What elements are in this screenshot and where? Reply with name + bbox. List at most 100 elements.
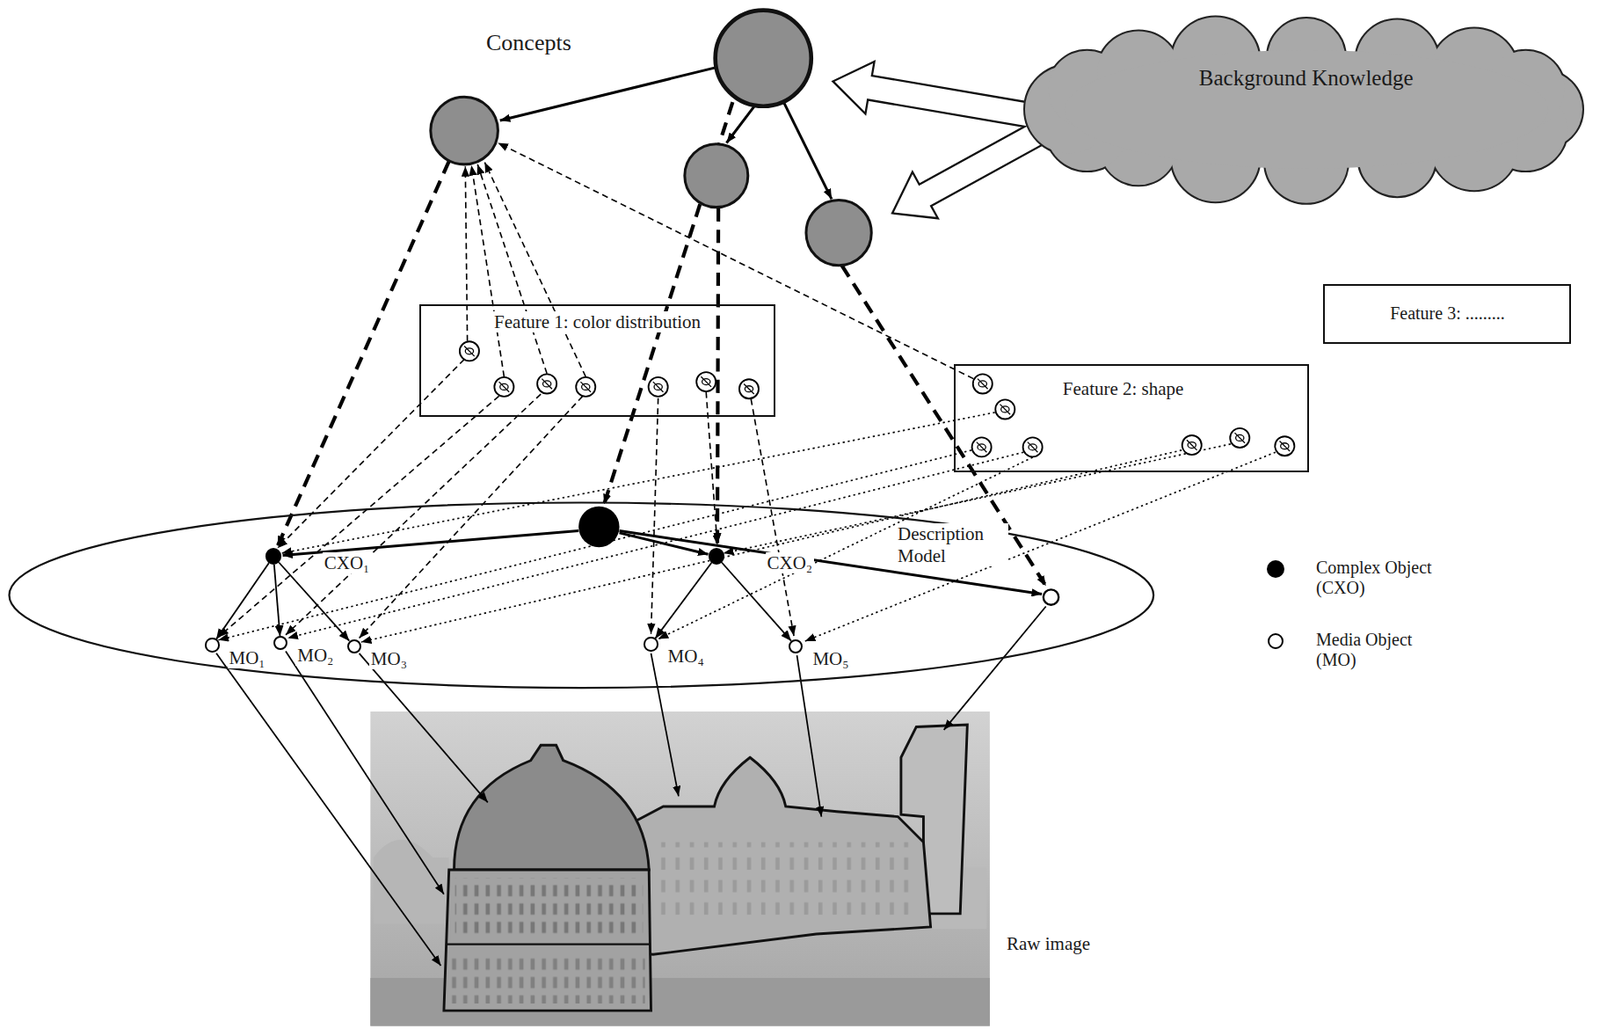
leader-lines	[216, 67, 1276, 966]
text-holder: MO₄	[666, 645, 706, 667]
text-holder: MO₃	[369, 647, 409, 670]
leader-line	[359, 395, 583, 638]
illustration-group	[216, 10, 1295, 1026]
leader-line	[216, 653, 441, 966]
feature-point-circle	[537, 373, 557, 393]
media-object: MO₁	[204, 637, 219, 652]
feature-point	[1023, 436, 1043, 457]
cathedral-building	[624, 756, 931, 954]
text-holder: MO₅	[810, 647, 851, 670]
object-link	[721, 562, 792, 641]
raw-image	[370, 711, 990, 1026]
image-label: Raw image	[1004, 932, 1092, 954]
feature-box: Feature 1: color distribution	[419, 304, 776, 417]
feature-point-mark	[464, 345, 475, 357]
leader-line	[717, 208, 719, 544]
feature-point-circle	[1274, 436, 1295, 456]
legend-symbol	[1267, 632, 1284, 649]
leader-line	[277, 359, 465, 549]
leader-line	[619, 532, 709, 554]
feature-point-mark	[1234, 432, 1245, 444]
feature-point-mark	[1000, 404, 1011, 415]
object-link	[278, 561, 350, 640]
root-complex-object	[578, 506, 619, 547]
feature-point-mark	[700, 376, 712, 387]
feature-point-mark	[977, 378, 989, 390]
leader-line	[750, 399, 794, 636]
feature-point-circle	[494, 377, 514, 397]
feature-point-circle	[459, 341, 480, 361]
baptistery-dome	[454, 744, 650, 870]
knowledge-cloud: Background Knowledge	[1020, 14, 1593, 204]
leader-line	[944, 605, 1047, 729]
leader-line	[651, 398, 659, 634]
background-building	[373, 839, 450, 924]
leader-line	[465, 166, 467, 341]
node-text: Feature 3: .........	[1388, 303, 1507, 324]
baptistery-windows	[455, 877, 644, 935]
concept-circle	[430, 96, 499, 165]
leader-line	[218, 395, 499, 637]
feature-point-mark	[976, 442, 988, 453]
feature-point	[696, 371, 716, 392]
concept-circle	[684, 144, 749, 208]
object-label: CXO₂	[765, 552, 815, 574]
label-holder: Concepts	[484, 29, 574, 57]
node-text: Feature 2: shape	[1061, 378, 1186, 400]
legend-symbol	[1266, 560, 1285, 578]
object-label: CXO₁	[322, 552, 372, 574]
media-object: MO₄	[643, 636, 658, 651]
feature-point-circle	[648, 377, 669, 397]
concept-circle	[715, 10, 812, 107]
feature-point-circle	[1229, 428, 1250, 448]
image-ground	[370, 711, 990, 1026]
leader-line	[484, 162, 586, 378]
object-label: MO₃	[369, 647, 409, 670]
baptistery-body	[443, 869, 652, 1011]
text-holder: Feature 2: shape	[1061, 378, 1186, 400]
description-model-outline	[9, 501, 1155, 688]
leader-line	[783, 101, 832, 199]
label-holder: Raw image	[1004, 932, 1092, 954]
legend-text-holder: Complex Object (CXO)	[1314, 557, 1455, 598]
feature-point-mark	[653, 381, 664, 393]
object-label: MO₁	[227, 647, 268, 669]
feature-point	[995, 399, 1015, 419]
feature-point	[739, 378, 759, 399]
leader-line	[277, 160, 450, 546]
feature-point	[459, 341, 480, 361]
feature-point	[1182, 435, 1202, 455]
cloud-shape	[1020, 14, 1593, 204]
description-model-ellipse: Description ModelCXO₁CXO₂MO₁MO₂MO₃MO₄MO₅	[7, 501, 1156, 690]
section-label: Concepts	[484, 29, 574, 57]
feature-point	[494, 377, 514, 397]
cathedral-windows	[658, 842, 914, 924]
leader-line	[842, 265, 1047, 586]
feature-point-mark	[1186, 439, 1198, 451]
legend-text: Media Object (MO)	[1314, 629, 1455, 670]
text-holder: MO₁	[227, 647, 268, 669]
text-holder: Feature 1: color distribution	[421, 311, 774, 333]
feature-point-mark	[499, 381, 510, 393]
media-object: MO₅	[788, 639, 803, 654]
leader-line	[285, 651, 444, 895]
leader-line	[285, 393, 541, 635]
concepts	[430, 10, 872, 266]
leader-line	[477, 164, 547, 374]
feature-point	[1229, 428, 1250, 448]
object-link	[216, 562, 270, 640]
object-label: MO₂	[295, 644, 335, 666]
feature-point-mark	[743, 383, 755, 394]
leader-line	[281, 412, 995, 553]
object-link	[274, 564, 281, 636]
feature-point-mark	[1027, 442, 1039, 453]
leader-line	[359, 653, 488, 802]
node-text: Feature 1: color distribution	[492, 311, 703, 333]
legend-text-holder: Media Object (MO)	[1314, 629, 1455, 670]
feature-point	[1274, 436, 1295, 456]
media-object: MO₂	[273, 635, 288, 650]
media-object-dot	[1043, 589, 1059, 604]
feature-point-circle	[575, 377, 596, 397]
feature-point-circle	[696, 371, 716, 392]
